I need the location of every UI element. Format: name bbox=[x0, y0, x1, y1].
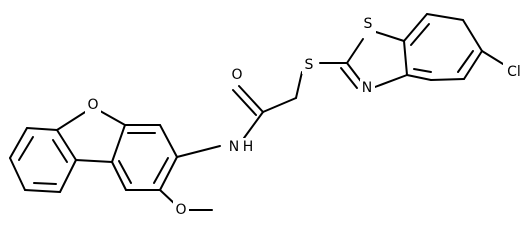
bond bbox=[118, 160, 132, 184]
bond bbox=[413, 68, 432, 73]
bond bbox=[375, 31, 405, 42]
atom-label-nitrogen-thiazole: N bbox=[362, 80, 372, 96]
chemical-structure-diagram: O O N H O S S N Cl bbox=[9, 13, 526, 219]
bond bbox=[159, 156, 178, 191]
bond bbox=[238, 85, 264, 113]
bond bbox=[26, 127, 58, 131]
bond bbox=[111, 124, 126, 163]
atom-label-nitrogen-amide: N bbox=[229, 139, 239, 155]
bond bbox=[59, 159, 77, 193]
atom-label-oxygen-methoxy: O bbox=[175, 202, 186, 218]
bond bbox=[111, 161, 127, 191]
atom-labels: O O N H O S S N Cl bbox=[85, 15, 526, 219]
bond bbox=[52, 139, 68, 163]
bond bbox=[403, 13, 428, 42]
bond bbox=[430, 78, 465, 81]
bond bbox=[457, 50, 474, 73]
bond bbox=[75, 159, 113, 163]
bond bbox=[340, 67, 358, 89]
bond bbox=[9, 157, 26, 191]
bond bbox=[153, 157, 169, 184]
bond bbox=[262, 97, 297, 113]
atom-label-hydrogen-amide: H bbox=[243, 139, 254, 155]
bond bbox=[243, 111, 264, 139]
bond-lines bbox=[9, 13, 504, 211]
bond bbox=[403, 40, 408, 76]
bond bbox=[410, 23, 430, 46]
bond bbox=[406, 74, 432, 81]
atom-label-sulfur-thioether: S bbox=[305, 57, 314, 73]
bond bbox=[374, 74, 408, 88]
bond bbox=[481, 50, 504, 65]
bond bbox=[462, 19, 483, 52]
bond bbox=[9, 127, 28, 159]
bond bbox=[295, 71, 303, 99]
bond bbox=[426, 13, 464, 21]
bond bbox=[33, 182, 57, 185]
atom-label-sulfur-thiazole: S bbox=[364, 16, 373, 32]
bond bbox=[18, 136, 34, 161]
bond bbox=[24, 189, 61, 193]
bond bbox=[159, 124, 178, 158]
atom-label-oxygen-furan: O bbox=[87, 97, 98, 113]
bond bbox=[463, 50, 483, 80]
atom-label-chlorine: Cl bbox=[507, 64, 521, 80]
bond bbox=[346, 38, 364, 64]
bond bbox=[176, 145, 221, 158]
bond bbox=[232, 89, 257, 116]
atom-label-oxygen-carbonyl: O bbox=[231, 67, 242, 83]
bond bbox=[56, 129, 77, 161]
